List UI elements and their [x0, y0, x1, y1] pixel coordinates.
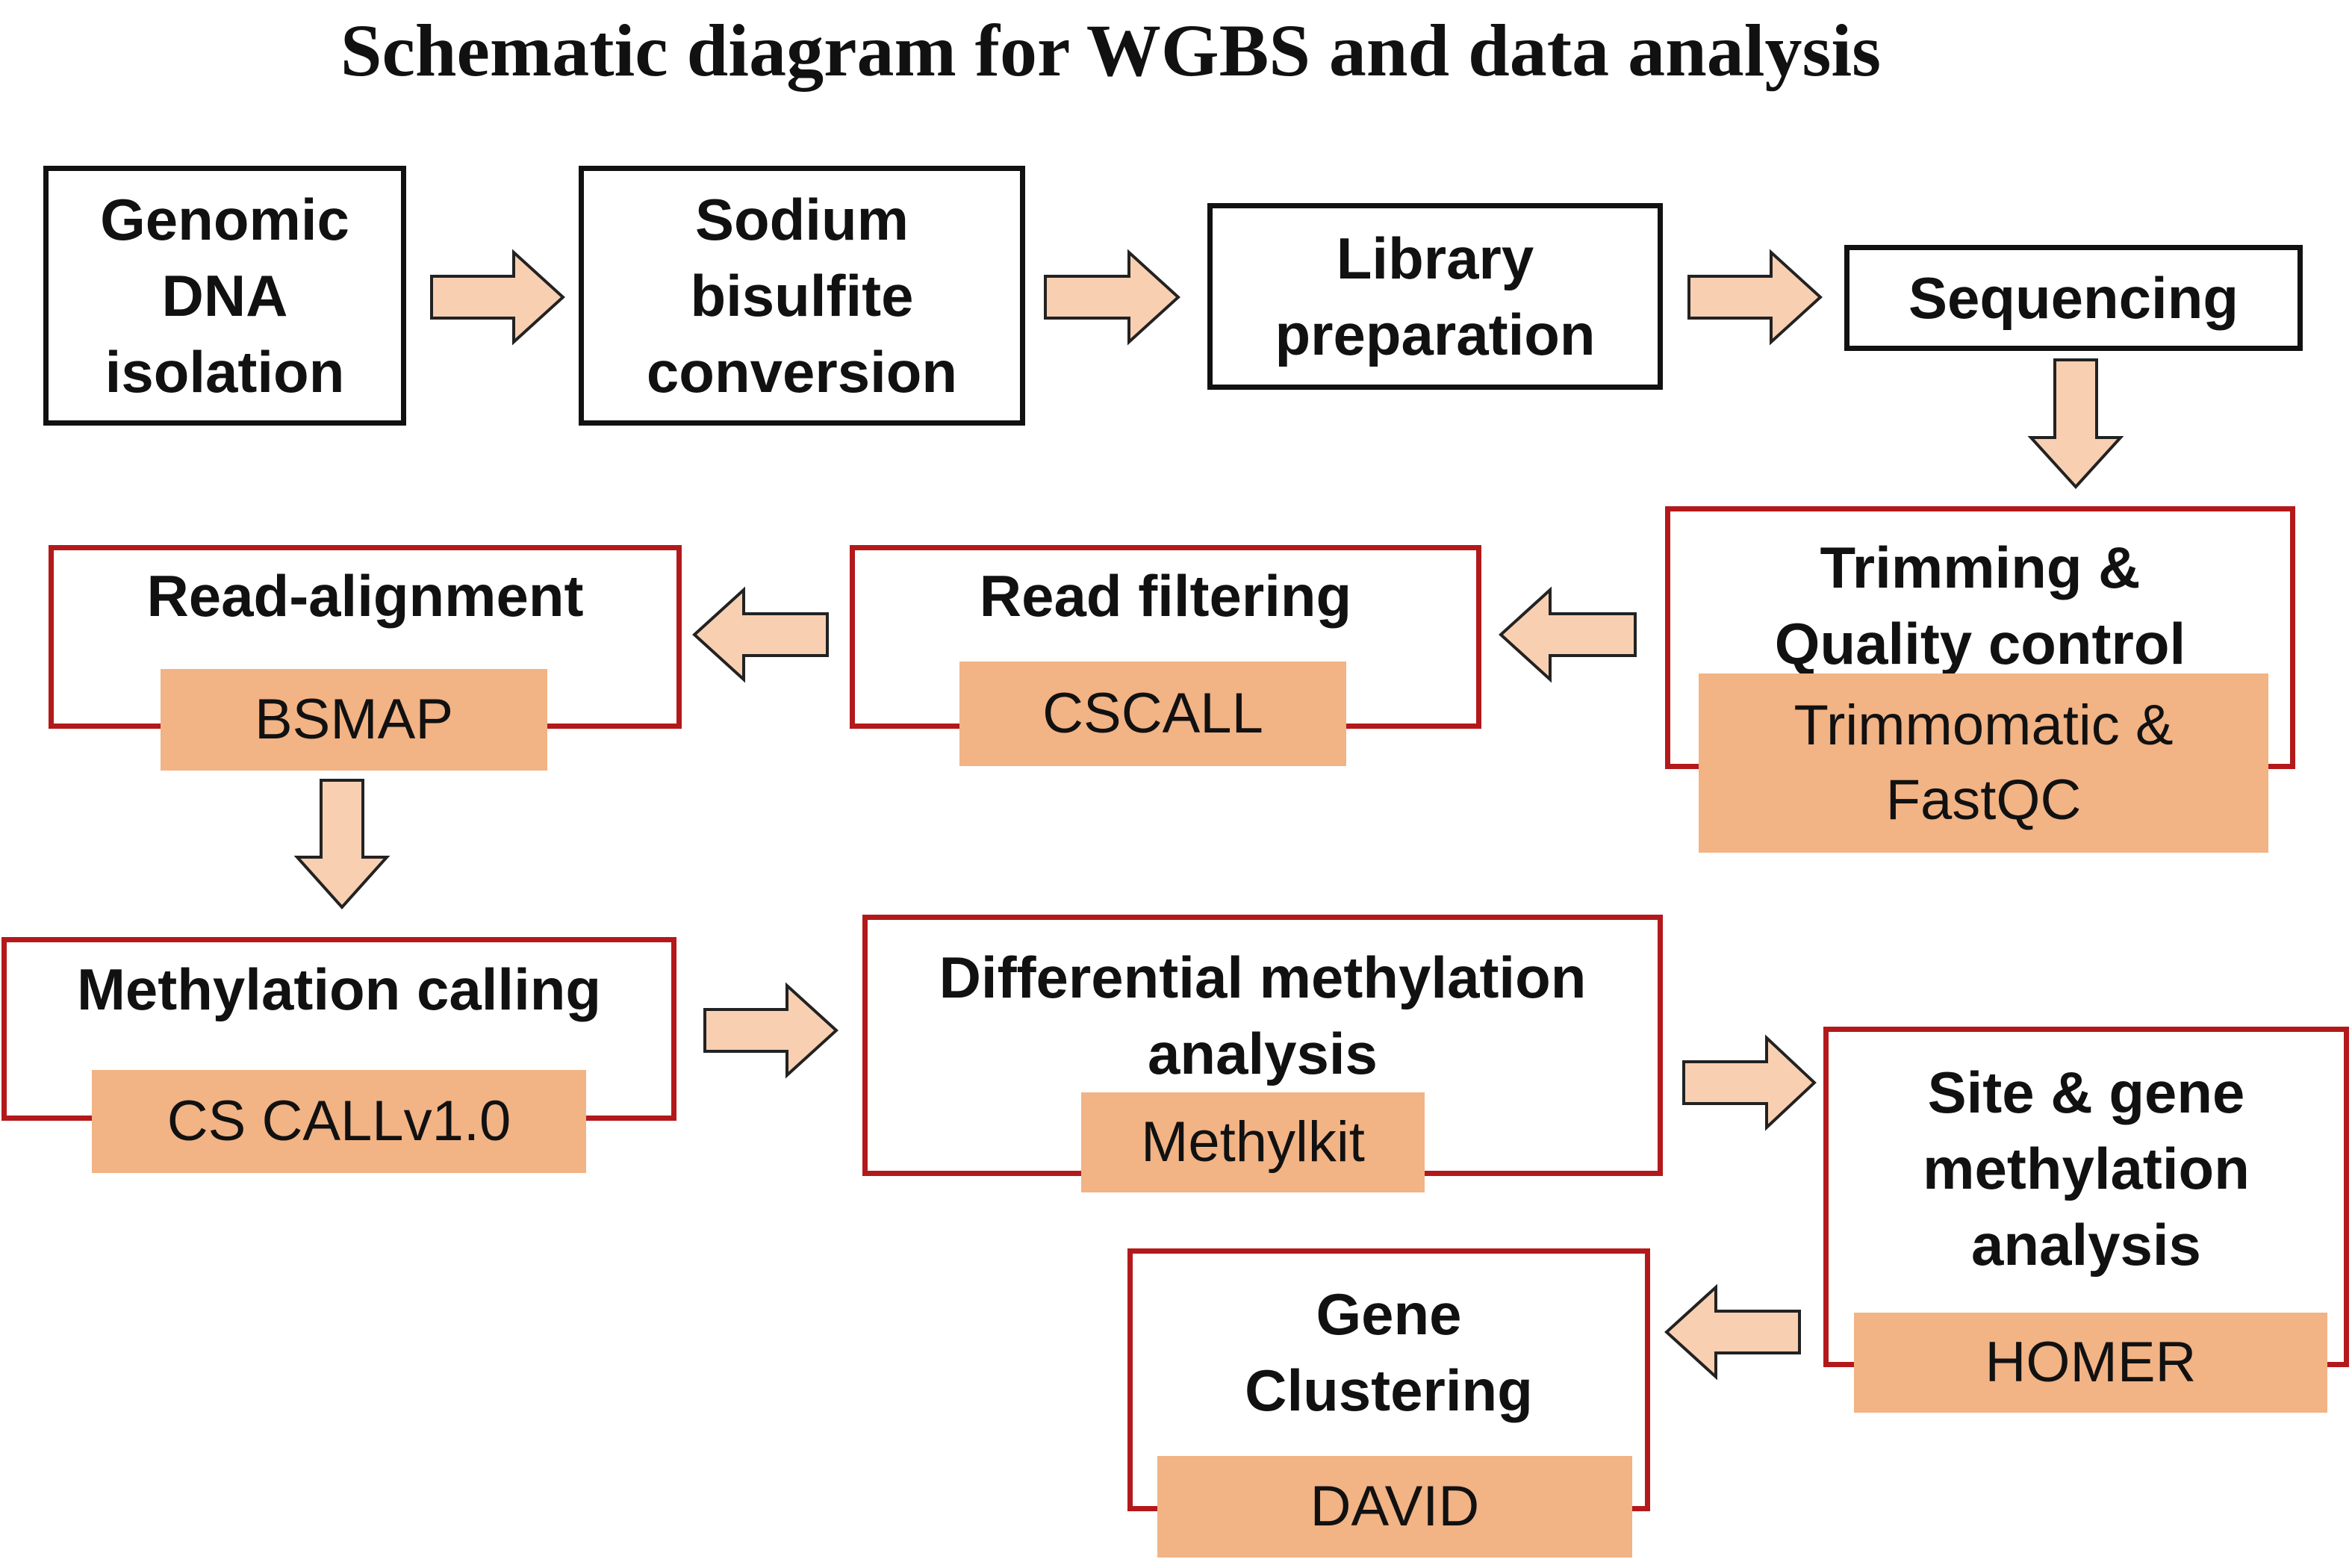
- tool-cscall: CSCALL: [959, 662, 1346, 766]
- step-label: Sodium bisulfite conversion: [646, 187, 958, 405]
- arrow-left-icon: [692, 586, 829, 683]
- step-label: Sequencing: [1908, 265, 2239, 331]
- arrow-down-icon: [293, 779, 391, 909]
- tool-david: DAVID: [1157, 1456, 1632, 1558]
- step-label: Methylation calling: [76, 956, 602, 1022]
- step-sequencing: Sequencing: [1844, 245, 2303, 351]
- step-label: Site & gene methylation analysis: [1923, 1060, 2250, 1278]
- tool-cs-callv1: CS CALLv1.0: [92, 1070, 586, 1173]
- tool-methylkit: Methylkit: [1081, 1092, 1425, 1192]
- step-library-preparation: Library preparation: [1207, 203, 1663, 390]
- step-sodium-bisulfite-conversion: Sodium bisulfite conversion: [579, 166, 1025, 426]
- step-label: Library preparation: [1275, 225, 1596, 367]
- tool-trimmomatic-fastqc: Trimmomatic & FastQC: [1699, 673, 2268, 853]
- arrow-left-icon: [1664, 1284, 1801, 1381]
- step-label: Read-alignment: [146, 563, 584, 629]
- tool-bsmap: BSMAP: [161, 669, 547, 771]
- diagram-title: Schematic diagram for WGBS and data anal…: [340, 9, 1882, 92]
- arrow-right-icon: [1044, 249, 1180, 346]
- arrow-left-icon: [1499, 586, 1637, 683]
- step-label: Trimming & Quality control: [1774, 535, 2186, 676]
- step-genomic-dna-isolation: Genomic DNA isolation: [43, 166, 406, 426]
- arrow-down-icon: [2027, 358, 2124, 489]
- arrow-right-icon: [1682, 1034, 1817, 1131]
- step-site-gene-methylation-analysis: Site & gene methylation analysis: [1823, 1027, 2349, 1367]
- arrow-right-icon: [703, 982, 839, 1079]
- step-label: Differential methylation analysis: [939, 945, 1587, 1086]
- tool-homer: HOMER: [1854, 1313, 2327, 1413]
- step-label: Read filtering: [979, 563, 1352, 629]
- arrow-right-icon: [1687, 249, 1823, 346]
- step-label: Gene Clustering: [1245, 1281, 1533, 1423]
- arrow-right-icon: [430, 249, 565, 346]
- step-label: Genomic DNA isolation: [100, 187, 349, 405]
